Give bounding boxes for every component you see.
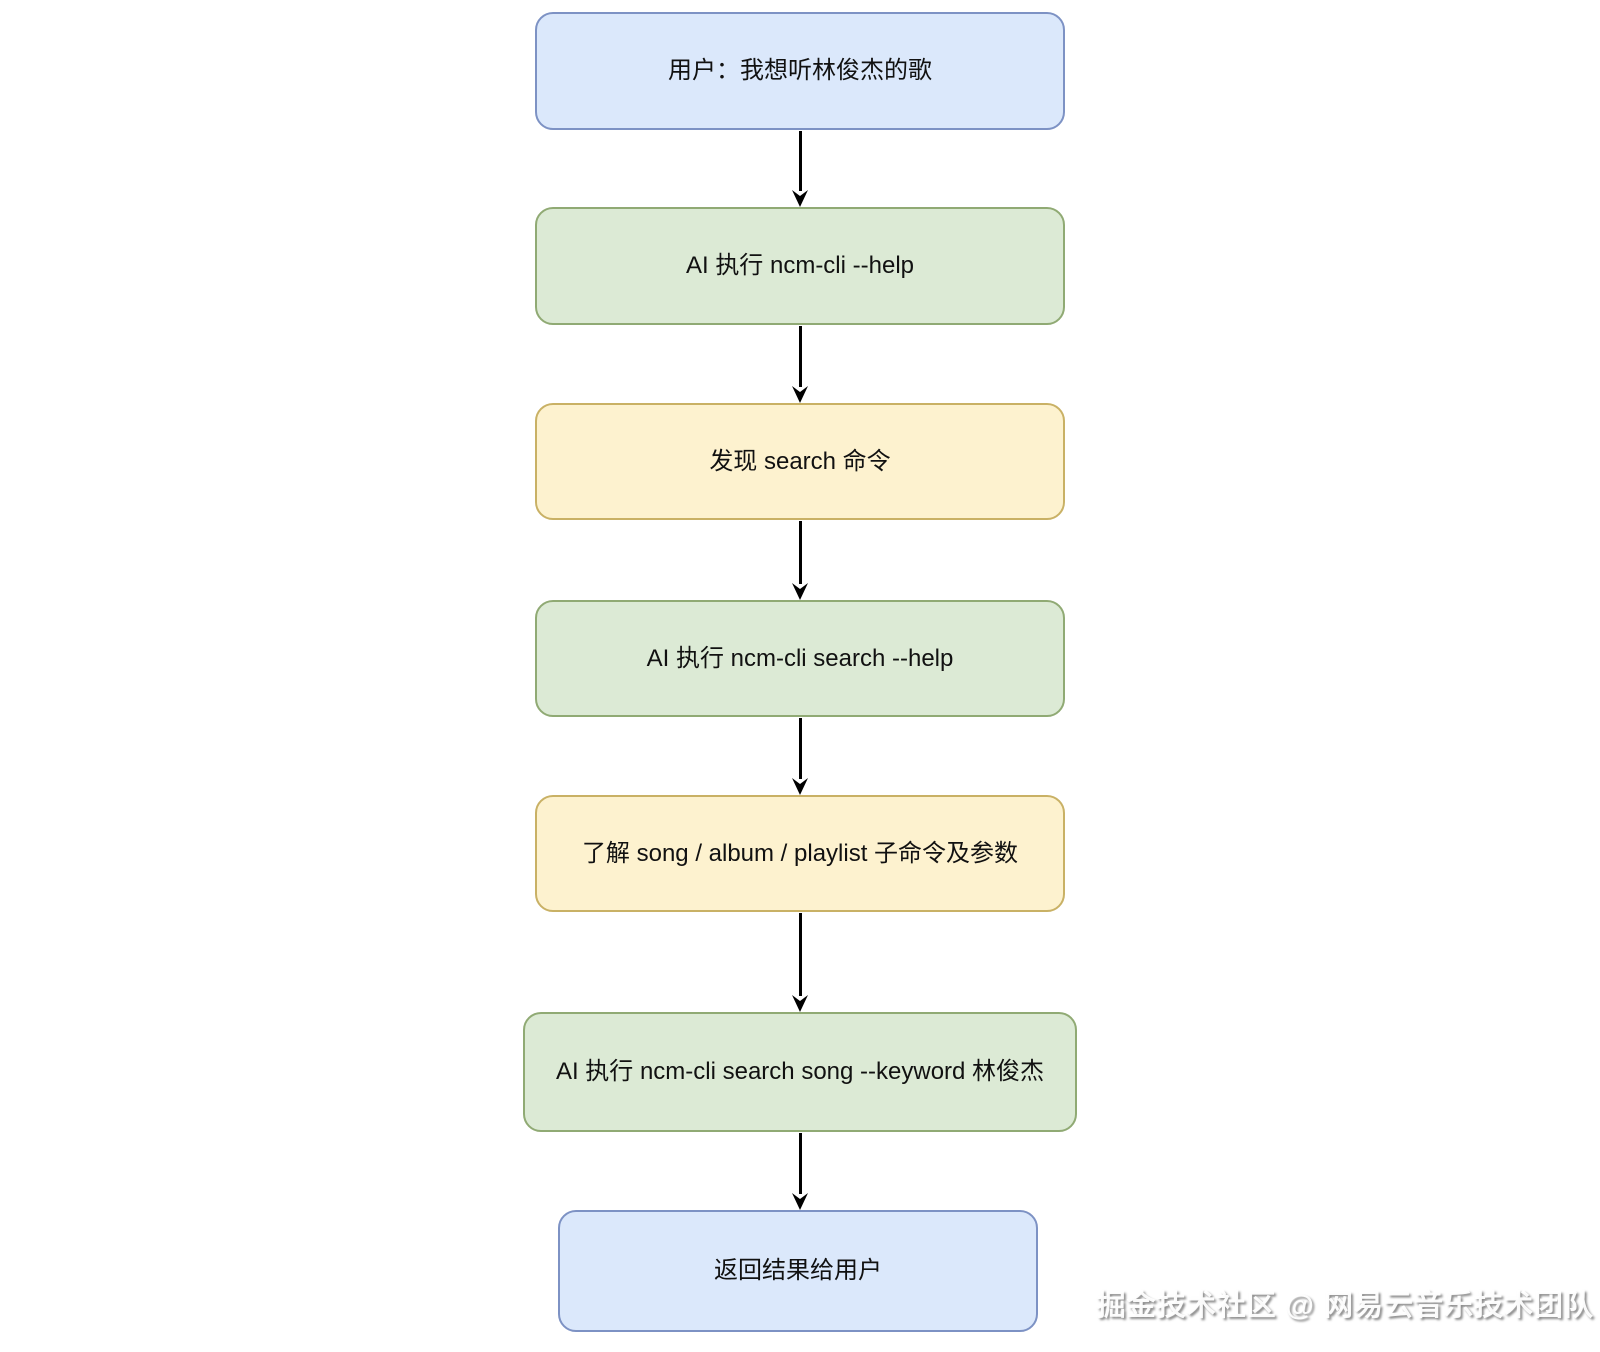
flow-node-label: AI 执行 ncm-cli search --help <box>646 644 954 672</box>
flow-node-ai-run-search-song: AI 执行 ncm-cli search song --keyword 林俊杰 <box>523 1012 1077 1132</box>
arrow-head-icon <box>792 583 808 600</box>
flow-arrow-down-icon <box>792 1133 808 1210</box>
flow-node-learn-subcommands: 了解 song / album / playlist 子命令及参数 <box>535 795 1065 912</box>
flow-arrow-down-icon <box>792 326 808 403</box>
flow-node-label: 返回结果给用户 <box>714 1257 882 1285</box>
watermark: 掘金技术社区 @ 网易云音乐技术团队 <box>1096 1290 1594 1322</box>
arrow-line <box>798 326 802 387</box>
arrow-head-icon <box>792 1193 808 1210</box>
arrow-head-icon <box>792 386 808 403</box>
flow-node-label: 发现 search 命令 <box>709 447 891 475</box>
arrow-line <box>798 1133 802 1194</box>
arrow-line <box>798 718 802 779</box>
flow-node-label: 了解 song / album / playlist 子命令及参数 <box>581 839 1019 867</box>
arrow-head-icon <box>792 778 808 795</box>
flow-node-label: AI 执行 ncm-cli search song --keyword 林俊杰 <box>555 1058 1045 1086</box>
flow-node-ai-run-help: AI 执行 ncm-cli --help <box>535 207 1065 325</box>
flow-node-label: 用户：我想听林俊杰的歌 <box>668 57 932 85</box>
flow-node-discover-search: 发现 search 命令 <box>535 403 1065 520</box>
flow-node-user-request: 用户：我想听林俊杰的歌 <box>535 12 1065 130</box>
arrow-head-icon <box>792 995 808 1012</box>
flow-arrow-down-icon <box>792 131 808 207</box>
flow-arrow-down-icon <box>792 718 808 795</box>
flow-node-return-result: 返回结果给用户 <box>558 1210 1038 1332</box>
arrow-line <box>798 521 802 584</box>
arrow-line <box>798 131 802 191</box>
arrow-line <box>798 913 802 996</box>
flow-arrow-down-icon <box>792 521 808 600</box>
arrow-head-icon <box>792 190 808 207</box>
flow-arrow-down-icon <box>792 913 808 1012</box>
flow-node-ai-run-search-help: AI 执行 ncm-cli search --help <box>535 600 1065 717</box>
flow-node-label: AI 执行 ncm-cli --help <box>685 252 915 280</box>
